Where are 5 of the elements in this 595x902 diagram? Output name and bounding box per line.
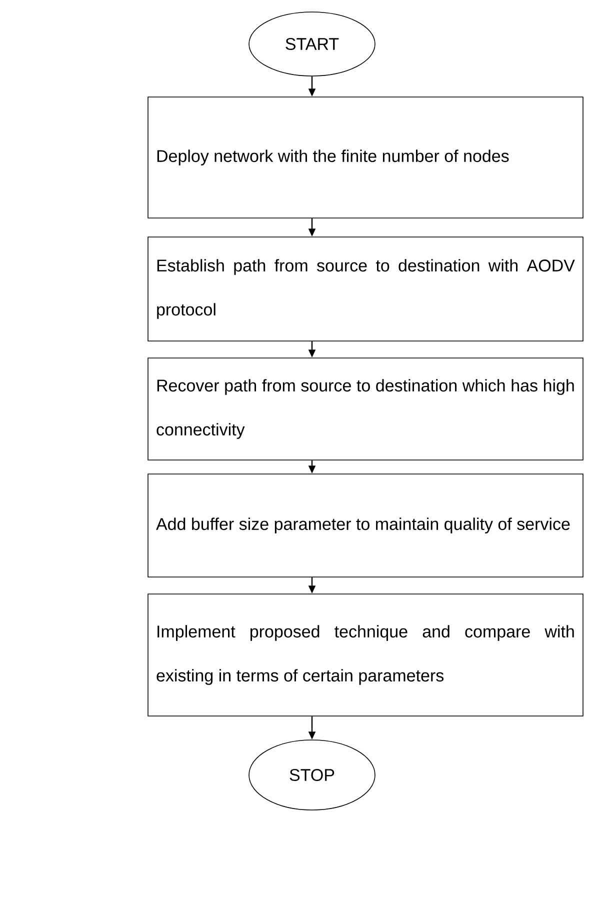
process-box: Deploy network with the finite number of nodes [148,96,584,218]
process-box: Recover path from source to destination which has high connectivity [148,358,584,460]
process-box: Establish path from source to destination with AODV protocol [148,236,584,342]
process-box: Implement proposed technique and compare with existing in terms of certain parameters [148,594,584,716]
process-box: Add buffer size parameter to maintain quality of service [148,474,584,578]
